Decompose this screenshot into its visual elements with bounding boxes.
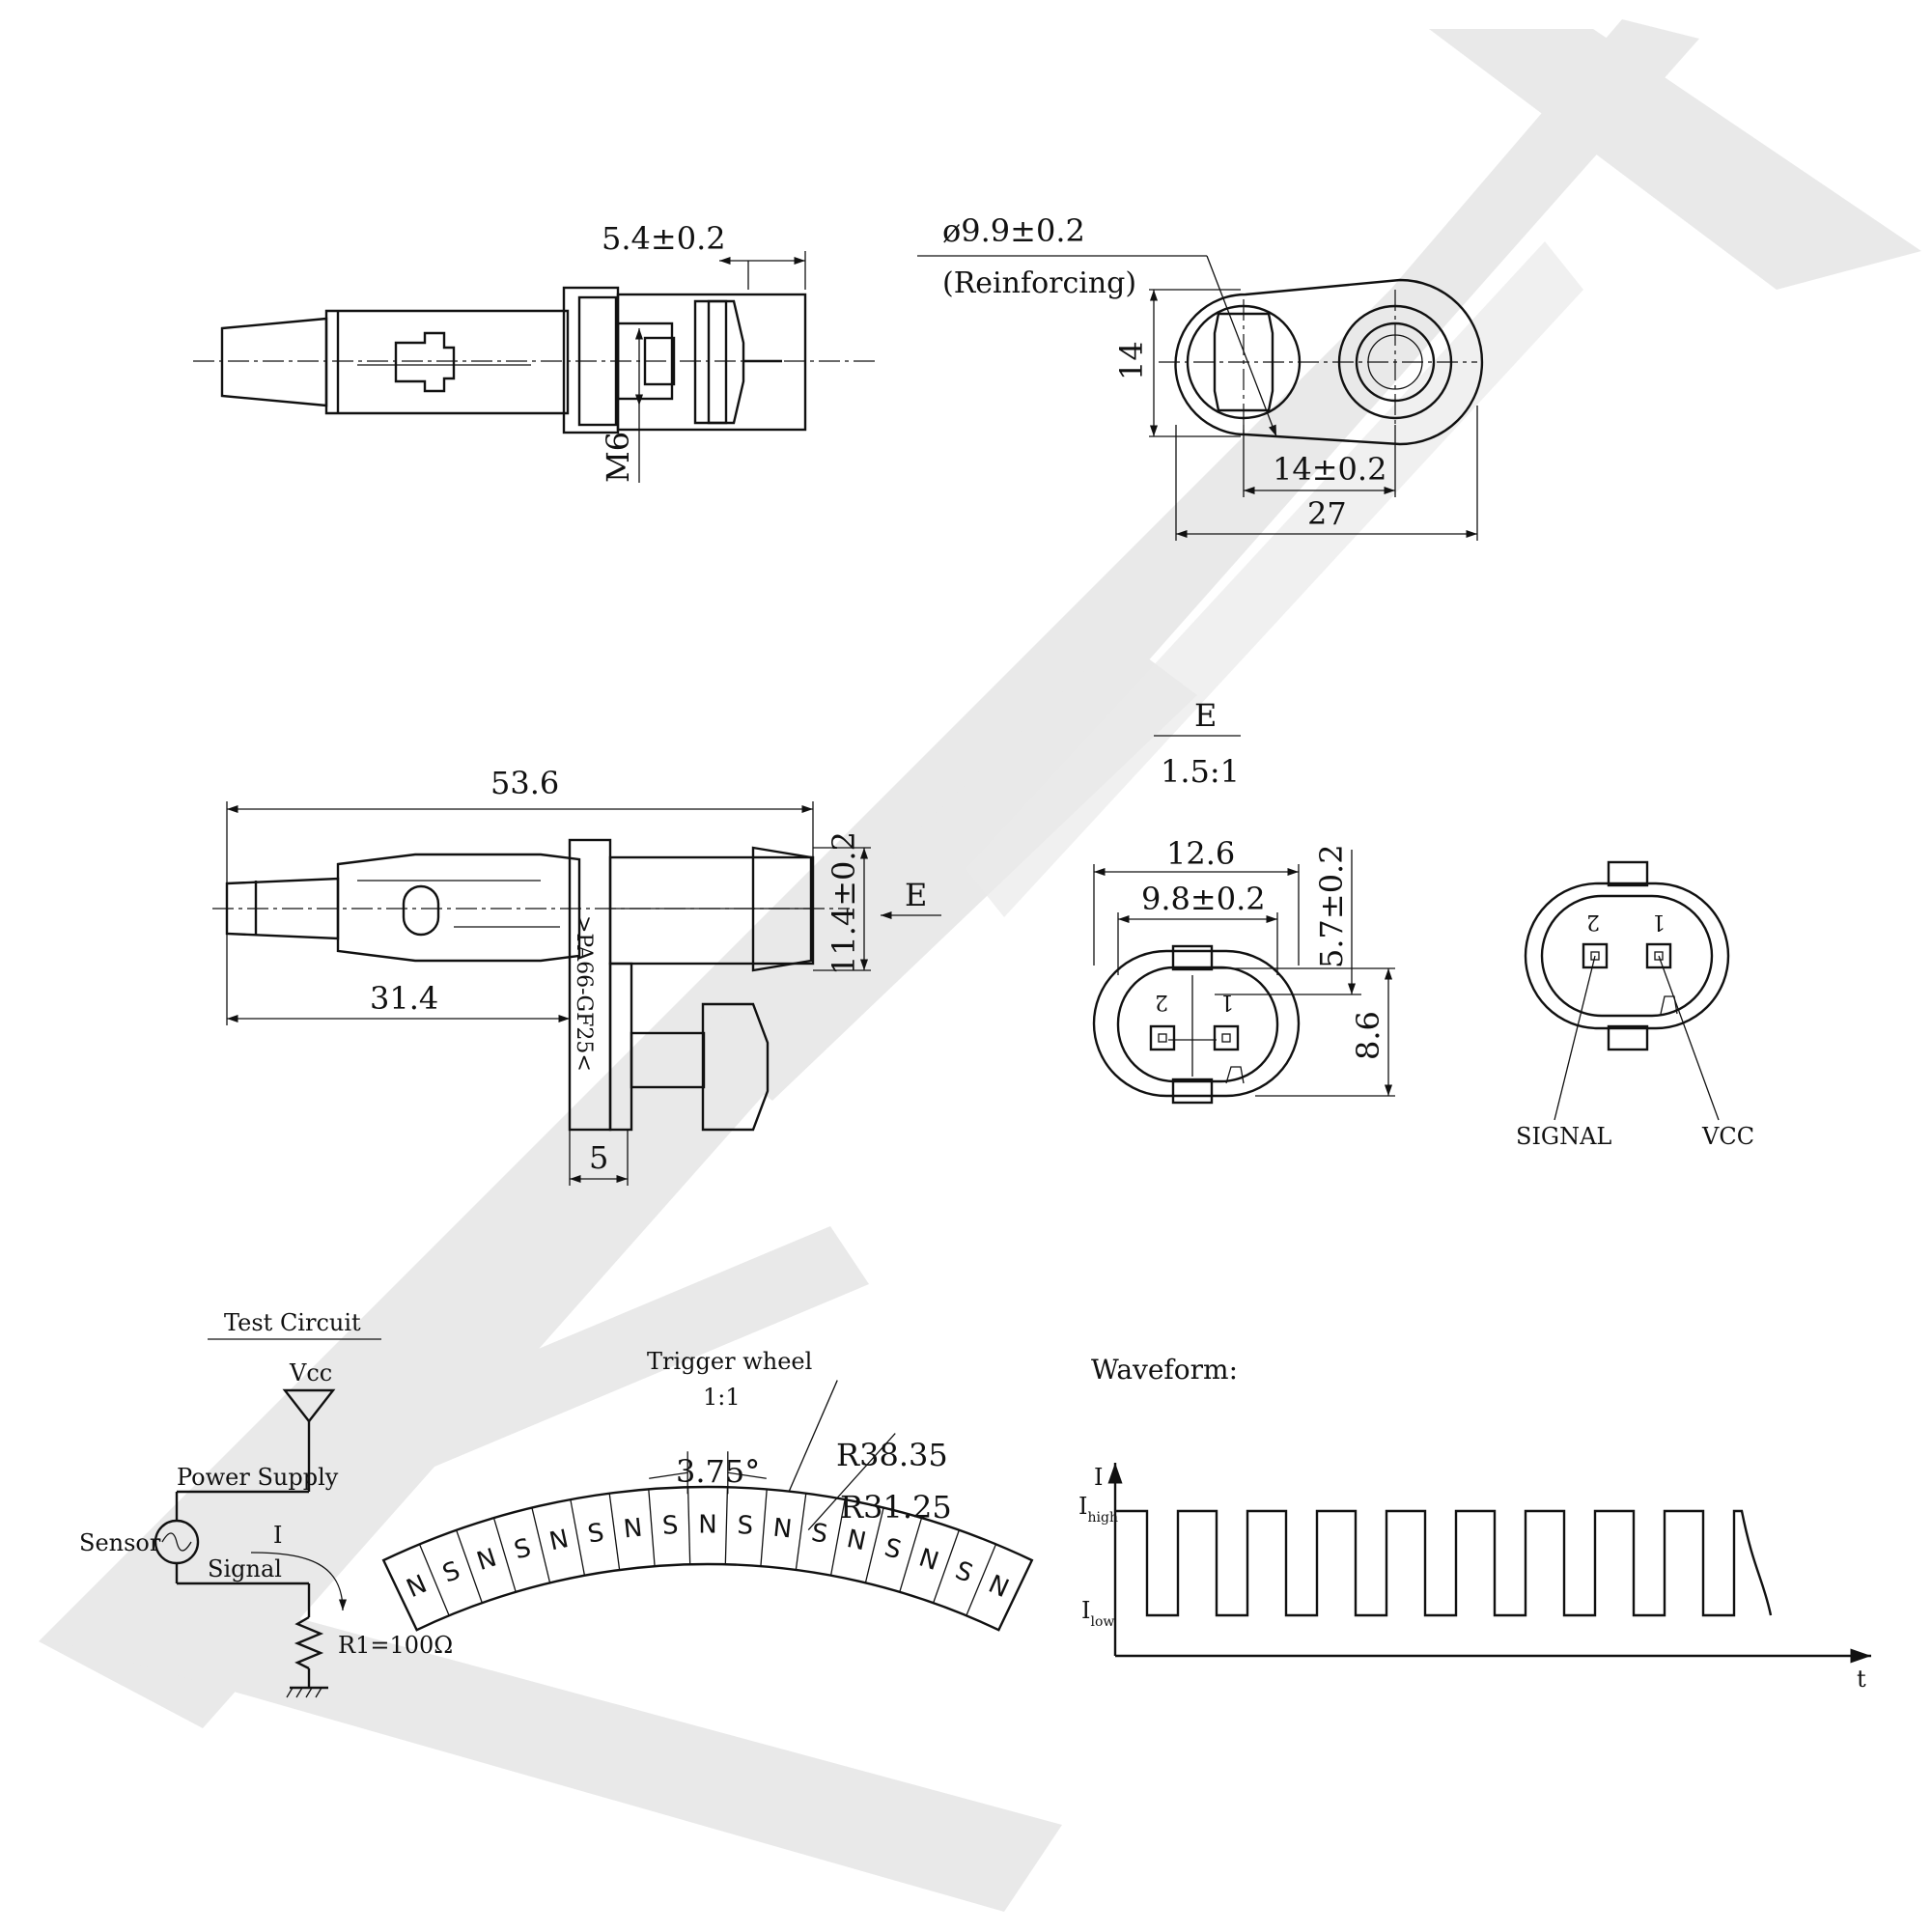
dim-hole-diameter: ø9.9±0.2 <box>942 212 1085 249</box>
pole-label: S <box>661 1511 679 1541</box>
dim-flange-length: 27 <box>1307 495 1347 532</box>
flange-view: ø9.9±0.2 (Reinforcing) 14 14±0.2 27 <box>917 212 1484 541</box>
wheel-leader-line <box>686 1451 729 1495</box>
pole-label: N <box>915 1543 942 1577</box>
wheel-leader-line <box>807 1433 896 1530</box>
sensor-label: Sensor <box>79 1529 161 1556</box>
outer-radius-label: R38.35 <box>836 1437 948 1473</box>
pole-label: N <box>844 1525 868 1556</box>
pole-label: S <box>586 1519 606 1550</box>
detail-dim-offset: 5.7±0.2 <box>1313 844 1350 968</box>
signal-label: Signal <box>208 1555 282 1582</box>
x-axis-label: t <box>1857 1666 1866 1693</box>
pole-divider <box>933 1529 960 1604</box>
i-low-label: Ilow <box>1081 1597 1114 1630</box>
dim-body-length: 31.4 <box>370 980 438 1017</box>
pole-divider <box>531 1507 551 1583</box>
pitch-angle-label: 3.75° <box>676 1453 760 1490</box>
pole-label: N <box>984 1570 1013 1604</box>
top-view: 5.4±0.2 M6 <box>193 220 879 483</box>
pole-label: N <box>403 1570 432 1604</box>
pole-divider <box>795 1493 807 1571</box>
detail-dim-height: 8.6 <box>1350 1011 1386 1060</box>
pole-divider <box>864 1507 884 1583</box>
pole-divider <box>760 1489 768 1567</box>
pole-label: N <box>771 1514 793 1545</box>
pinout-pin-1: 1 <box>1652 910 1666 934</box>
detail-pin-1: 1 <box>1220 990 1234 1014</box>
detail-title: E <box>1194 697 1217 734</box>
view-marker-e: E <box>905 877 927 913</box>
pole-label: S <box>951 1556 976 1589</box>
pole-label: S <box>511 1533 534 1565</box>
pole-divider <box>829 1498 846 1576</box>
pole-divider <box>456 1529 483 1604</box>
magnet-ring-outline <box>381 1485 1034 1632</box>
pole-divider <box>608 1493 621 1571</box>
dim-total-length: 53.6 <box>490 765 559 801</box>
detail-e: E 1.5:1 2 1 12.6 9.8±0.2 5.7±0.2 8.6 <box>1092 697 1395 1105</box>
pole-label: S <box>882 1533 905 1565</box>
pole-label: N <box>698 1511 716 1540</box>
dim-top-width: 5.4±0.2 <box>602 220 726 257</box>
pole-divider <box>418 1544 450 1616</box>
detail-pin-2: 2 <box>1155 990 1168 1014</box>
pole-label: N <box>473 1543 500 1577</box>
vcc-pin-label: VCC <box>1701 1123 1754 1150</box>
i-high-label: Ihigh <box>1078 1493 1118 1526</box>
power-supply-label: Power Supply <box>177 1464 339 1491</box>
dim-thread-m6: M6 <box>600 432 636 483</box>
pole-divider <box>570 1498 586 1576</box>
current-label: I <box>273 1522 282 1549</box>
detail-scale: 1.5:1 <box>1161 753 1240 790</box>
pinout-pin-2: 2 <box>1586 910 1600 934</box>
trigger-wheel-scale: 1:1 <box>703 1384 741 1411</box>
watermark-logo <box>39 19 1921 1912</box>
pole-divider <box>648 1489 656 1567</box>
y-axis-label: I <box>1094 1464 1103 1491</box>
pole-divider <box>724 1487 729 1565</box>
inner-radius-label: R31.25 <box>840 1489 952 1526</box>
dim-connector-height: 11.4±0.2 <box>826 831 862 975</box>
dim-flange-thickness: 5 <box>589 1139 608 1176</box>
waveform: Waveform: I t Ihigh Ilow <box>1078 1354 1871 1693</box>
dim-flange-height: 14 <box>1113 341 1150 380</box>
vcc-label: Vcc <box>289 1359 332 1386</box>
pole-label: N <box>622 1514 643 1545</box>
pole-label: S <box>809 1519 829 1550</box>
wheel-leader-line <box>649 1471 767 1479</box>
square-wave-trace <box>1115 1509 1773 1617</box>
detail-dim-outer: 12.6 <box>1166 835 1235 872</box>
pole-divider <box>966 1544 997 1616</box>
test-circuit-title: Test Circuit <box>224 1309 361 1336</box>
pole-divider <box>899 1517 923 1593</box>
test-circuit: Test Circuit Vcc Power Supply Sensor I S… <box>79 1309 453 1698</box>
pole-label: N <box>546 1525 571 1556</box>
waveform-title: Waveform: <box>1091 1354 1238 1386</box>
wheel-leader-line <box>788 1380 838 1492</box>
resistor-label: R1=100Ω <box>338 1632 453 1659</box>
pole-divider <box>492 1517 517 1593</box>
dim-hole-note: (Reinforcing) <box>942 266 1136 300</box>
side-view: >PA66-GF25< 53.6 31.4 5 11.4±0.2 E <box>212 765 941 1186</box>
pole-label: S <box>737 1511 754 1541</box>
material-marking: >PA66-GF25< <box>572 915 596 1072</box>
trigger-wheel-title: Trigger wheel <box>647 1348 812 1375</box>
dim-hole-spacing: 14±0.2 <box>1273 451 1386 488</box>
signal-pin-label: SIGNAL <box>1516 1123 1611 1150</box>
pole-label: S <box>439 1556 464 1589</box>
pinout-view: 2 1 SIGNAL VCC <box>1516 860 1754 1150</box>
pole-divider <box>686 1487 691 1565</box>
detail-dim-inner: 9.8±0.2 <box>1141 881 1266 917</box>
